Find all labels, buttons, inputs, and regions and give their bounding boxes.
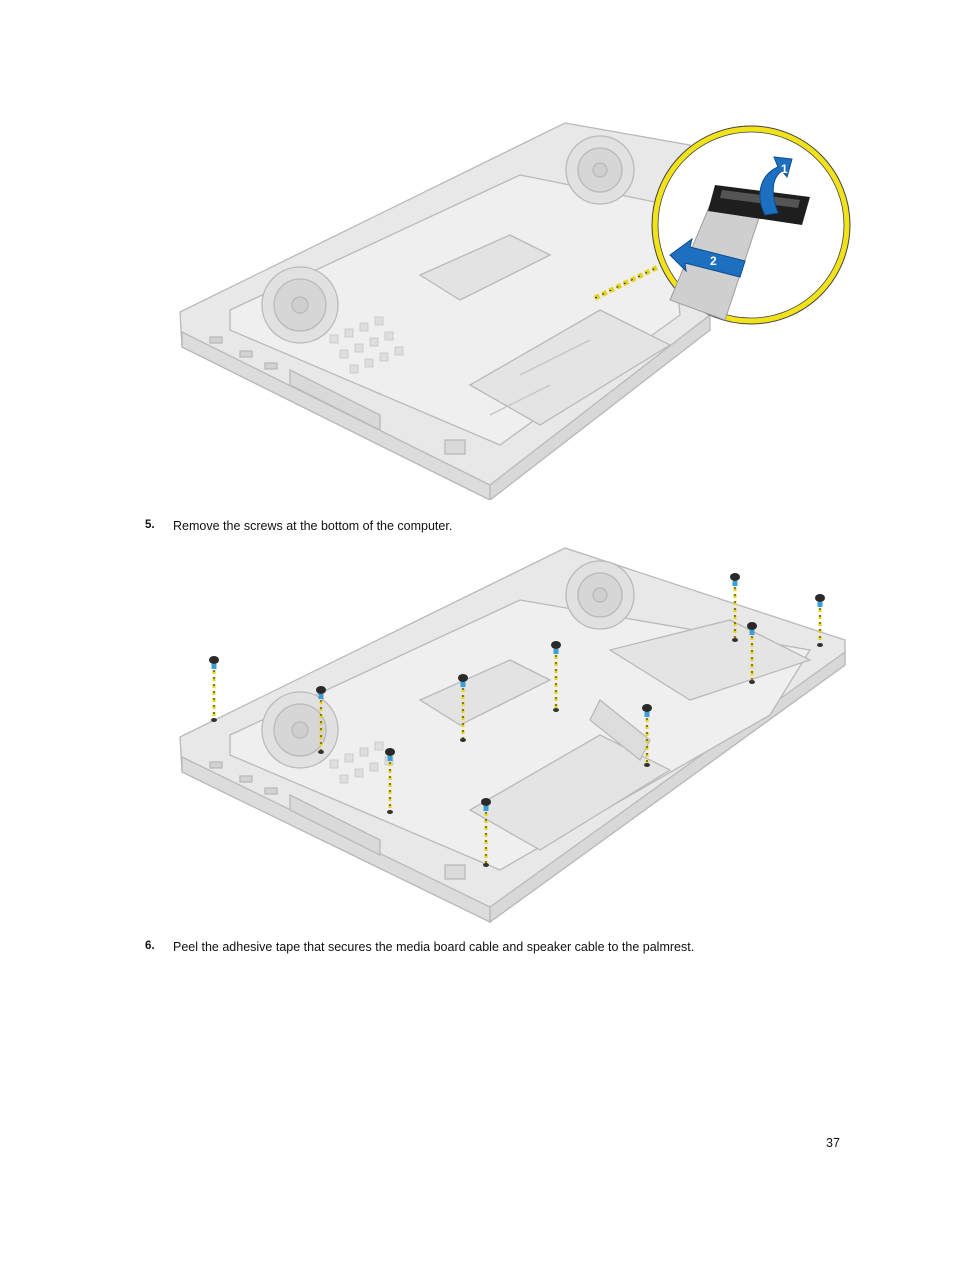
screw-shank [318, 694, 324, 699]
step-5: 5. Remove the screws at the bottom of th… [145, 519, 452, 533]
step-text: Remove the screws at the bottom of the c… [173, 519, 453, 533]
screw-shank [211, 664, 217, 669]
callout-label-1: 1 [781, 162, 788, 176]
screw-head [316, 686, 326, 694]
screw-shank [460, 682, 466, 687]
screw-hole [732, 638, 738, 642]
screw-head [747, 622, 757, 630]
page-number: 37 [826, 1136, 840, 1150]
screw-shank [644, 712, 650, 717]
screw-shank [732, 581, 738, 586]
screw-shank [749, 630, 755, 635]
connector-callout: 1 2 [651, 125, 851, 325]
laptop-base-illustration-2 [179, 547, 846, 924]
laptop-base-illustration [179, 122, 711, 500]
screw-hole [318, 750, 324, 754]
screw-hole [387, 810, 393, 814]
callout-leader [593, 264, 660, 301]
screws-group [209, 573, 825, 867]
screw-hole [211, 718, 217, 722]
figure-disconnect-cable: 1 2 [179, 122, 851, 500]
screw-shank [387, 756, 393, 761]
screw-head [551, 641, 561, 649]
screw-head [730, 573, 740, 581]
screw-head [481, 798, 491, 806]
screw-hole [817, 643, 823, 647]
screw-hole [553, 708, 559, 712]
screw-hole [460, 738, 466, 742]
screw-hole [749, 680, 755, 684]
screw-hole [644, 763, 650, 767]
screw-hole [483, 863, 489, 867]
callout-label-2: 2 [710, 254, 717, 268]
screw-head [815, 594, 825, 602]
screw-head [209, 656, 219, 664]
arrow-lift [759, 156, 793, 216]
screw-shank [483, 806, 489, 811]
arrow-pull [669, 237, 746, 278]
screw-head [385, 748, 395, 756]
screw-shank [817, 602, 823, 607]
step-6: 6. Peel the adhesive tape that secures t… [145, 940, 694, 954]
step-number: 6. [145, 940, 155, 952]
screw-head [642, 704, 652, 712]
step-text: Peel the adhesive tape that secures the … [173, 940, 695, 954]
figure-remove-screws [179, 547, 846, 924]
screw-head [458, 674, 468, 682]
step-number: 5. [145, 519, 155, 531]
screw-shank [553, 649, 559, 654]
